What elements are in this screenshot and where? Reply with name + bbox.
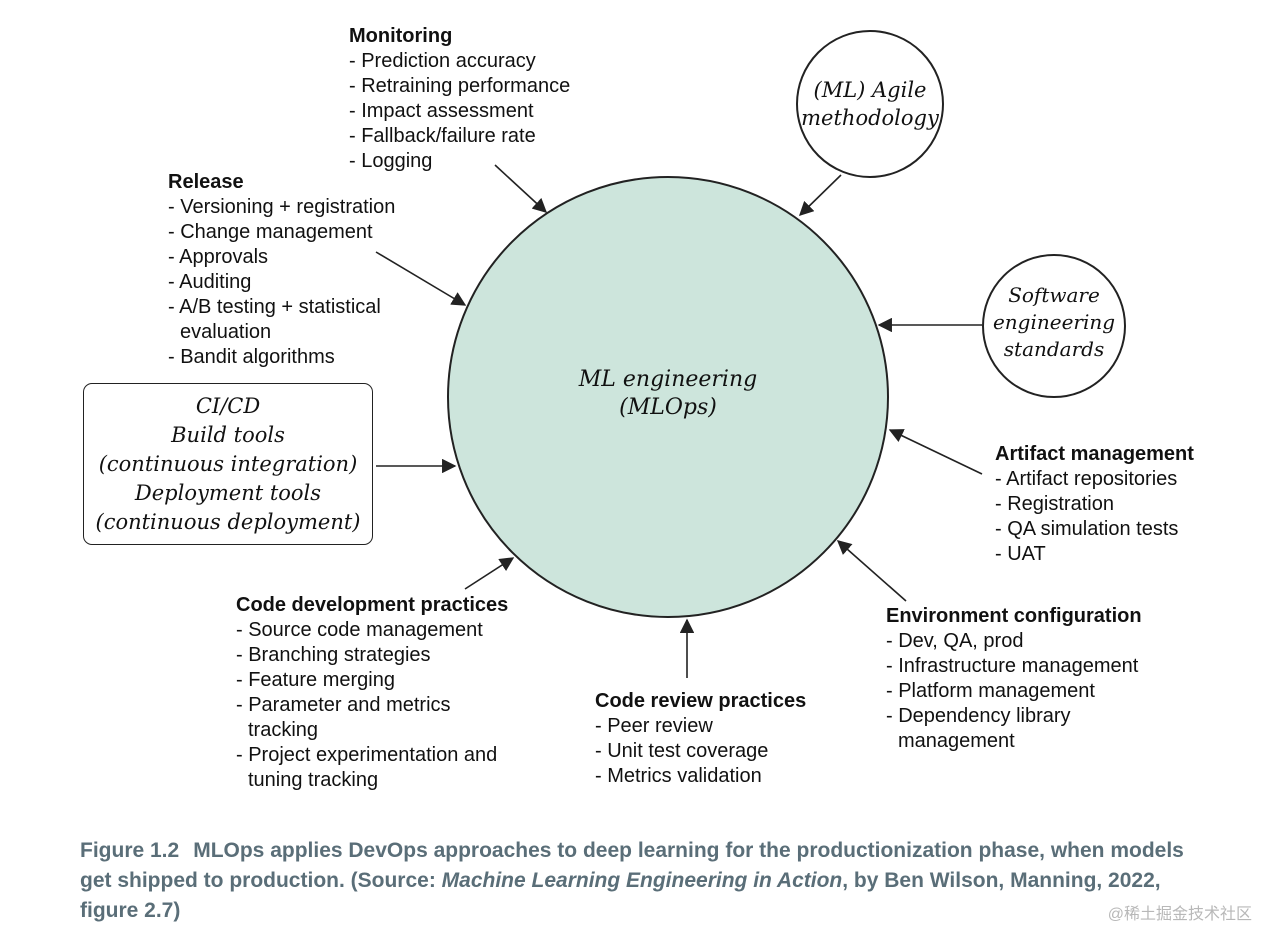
environment-item: - Dev, QA, prod xyxy=(886,630,1024,652)
software-standards-circle xyxy=(982,254,1126,398)
cicd-line5: (continuous deployment) xyxy=(95,510,361,534)
monitoring-item: - Fallback/failure rate xyxy=(349,125,536,147)
cicd-box: CI/CD Build tools (continuous integratio… xyxy=(83,383,373,545)
agile-label: (ML) Agile methodology xyxy=(797,76,943,132)
environment-heading: Environment configuration xyxy=(886,605,1142,627)
software-line3: standards xyxy=(1003,337,1105,361)
code-dev-item: - Source code management xyxy=(236,619,483,641)
environment-block: Environment configuration - Dev, QA, pro… xyxy=(886,604,1142,754)
arrow-artifact xyxy=(888,429,983,475)
code-dev-block: Code development practices - Source code… xyxy=(236,593,508,793)
arrow-code-dev xyxy=(464,557,515,590)
release-item: - A/B testing + statistical xyxy=(168,296,381,318)
arrow-agile xyxy=(798,174,842,217)
cicd-line4: Deployment tools xyxy=(134,481,322,505)
arrow-release xyxy=(375,251,467,306)
release-item: evaluation xyxy=(180,321,272,343)
cicd-line3: (continuous integration) xyxy=(98,452,358,476)
release-item: - Auditing xyxy=(168,271,252,293)
cicd-line1: CI/CD xyxy=(195,394,261,418)
artifact-block: Artifact management - Artifact repositor… xyxy=(995,442,1194,567)
figure-label: Figure 1.2 xyxy=(80,839,180,862)
artifact-item: - UAT xyxy=(995,543,1046,565)
software-line1: Software xyxy=(1008,283,1100,307)
software-line2: engineering xyxy=(992,310,1116,334)
ml-engineering-circle xyxy=(447,176,889,618)
monitoring-item: - Prediction accuracy xyxy=(349,50,536,72)
arrow-environment xyxy=(836,540,907,602)
monitoring-block: Monitoring - Prediction accuracy - Retra… xyxy=(349,24,570,174)
arrow-monitoring xyxy=(494,164,548,213)
code-review-item: - Unit test coverage xyxy=(595,740,769,762)
monitoring-item: - Retraining performance xyxy=(349,75,571,97)
caption-text-before: MLOps applies DevOps approaches to deep … xyxy=(80,839,1184,892)
release-heading: Release xyxy=(168,171,244,193)
artifact-item: - Artifact repositories xyxy=(995,468,1178,490)
agile-line2: methodology xyxy=(801,106,939,130)
code-dev-item: - Feature merging xyxy=(236,669,395,691)
cicd-line2: Build tools xyxy=(171,423,285,447)
ml-engineering-line1: ML engineering xyxy=(578,367,758,392)
code-dev-item: tracking xyxy=(248,719,319,741)
artifact-heading: Artifact management xyxy=(995,443,1194,465)
watermark: @稀土掘金技术社区 xyxy=(1107,906,1252,923)
release-item: - Versioning + registration xyxy=(168,196,396,218)
monitoring-item: - Logging xyxy=(349,150,433,172)
caption-text-after: , by Ben Wilson, Manning, 2022, figure 2… xyxy=(80,869,1161,922)
environment-item: management xyxy=(898,730,1015,752)
code-dev-heading: Code development practices xyxy=(236,594,509,616)
code-dev-item: - Project experimentation and xyxy=(236,744,498,766)
monitoring-item: - Impact assessment xyxy=(349,100,534,122)
code-dev-item: - Branching strategies xyxy=(236,644,431,666)
release-item: - Bandit algorithms xyxy=(168,346,335,368)
release-item: - Approvals xyxy=(168,246,269,268)
ml-engineering-line2: (MLOps) xyxy=(619,395,717,420)
agile-circle xyxy=(796,30,944,178)
code-dev-item: tuning tracking xyxy=(248,769,379,791)
code-review-heading: Code review practices xyxy=(595,690,807,712)
release-item: - Change management xyxy=(168,221,373,243)
agile-line1: (ML) Agile xyxy=(813,78,927,102)
artifact-item: - Registration xyxy=(995,493,1114,515)
code-dev-item: - Parameter and metrics xyxy=(236,694,451,716)
monitoring-heading: Monitoring xyxy=(349,25,453,47)
code-review-block: Code review practices - Peer review - Un… xyxy=(595,689,806,789)
code-review-item: - Metrics validation xyxy=(595,765,762,787)
release-block: Release - Versioning + registration - Ch… xyxy=(168,170,395,370)
caption-book-title: Machine Learning Engineering in Action xyxy=(441,869,843,892)
ml-engineering-label: ML engineering (MLOps) xyxy=(548,366,788,422)
artifact-item: - QA simulation tests xyxy=(995,518,1179,540)
software-standards-label: Software engineering standards xyxy=(984,282,1124,363)
environment-item: - Platform management xyxy=(886,680,1095,702)
environment-item: - Dependency library xyxy=(886,705,1071,727)
code-review-item: - Peer review xyxy=(595,715,713,737)
environment-item: - Infrastructure management xyxy=(886,655,1139,677)
